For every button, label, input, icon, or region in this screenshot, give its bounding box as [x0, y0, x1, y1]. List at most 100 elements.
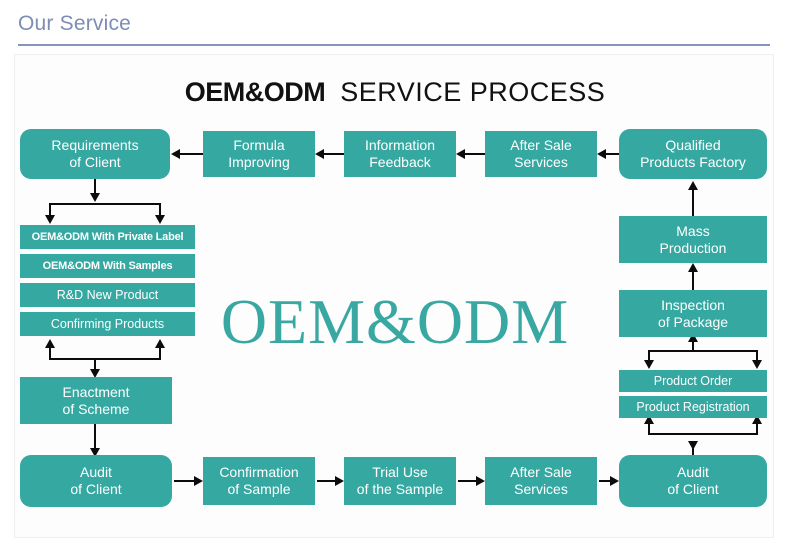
node-line-2: Products Factory [640, 154, 746, 170]
connector-line [648, 423, 650, 435]
arrow-right-icon [610, 476, 619, 486]
node-oem-odm-with-samples[interactable]: OEM&ODM With Samples [20, 254, 195, 278]
node-line-1: Confirmation [219, 464, 299, 481]
node-product-order[interactable]: Product Order [619, 370, 767, 392]
connector-line [49, 203, 51, 217]
node-product-registration[interactable]: Product Registration [619, 396, 767, 418]
node-mass-production[interactable]: Mass Production [619, 216, 767, 263]
node-rd-new-product[interactable]: R&D New Product [20, 283, 195, 307]
arrow-down-icon [752, 360, 762, 369]
connector-line [756, 423, 758, 435]
arrow-up-icon [688, 181, 698, 190]
node-line-1: After Sale [510, 464, 572, 481]
node-oem-odm-private-label[interactable]: OEM&ODM With Private Label [20, 225, 195, 249]
node-confirming-products[interactable]: Confirming Products [20, 312, 195, 336]
node-inspection-of-package[interactable]: Inspection of Package [619, 290, 767, 337]
node-line-1: Information [364, 137, 436, 154]
node-label: Product Registration [636, 399, 750, 414]
node-line-1: Requirements [51, 137, 139, 154]
node-line-2: of Sample [227, 481, 291, 497]
arrow-down-icon [90, 369, 100, 378]
node-label: OEM&ODM With Private Label [31, 230, 184, 243]
node-line-2: Production [659, 239, 727, 256]
node-requirements-of-client[interactable]: Requirements of Client [20, 129, 170, 179]
title-divider [18, 44, 770, 46]
connector-line [648, 351, 650, 362]
arrow-right-icon [194, 476, 203, 486]
connector-line [49, 358, 161, 360]
arrow-down-icon [90, 193, 100, 202]
diagram-title-bold: OEM&ODM [184, 77, 326, 107]
node-line-1: Audit [677, 464, 709, 481]
node-line-2: Feedback [369, 154, 431, 170]
node-line-2: of Client [667, 481, 719, 497]
connector-line [648, 350, 758, 352]
arrow-left-icon [597, 149, 606, 159]
arrow-down-icon [644, 360, 654, 369]
node-after-sale-services-top[interactable]: After Sale Services [485, 131, 597, 177]
connector-line [49, 203, 161, 205]
arrow-up-icon [752, 415, 762, 424]
connector-line [94, 358, 96, 371]
node-after-sale-services-bottom[interactable]: After Sale Services [485, 457, 597, 505]
arrow-down-icon [45, 215, 55, 224]
node-line-1: Qualified [665, 137, 721, 154]
node-line-1: Audit [80, 464, 112, 481]
node-qualified-products-factory[interactable]: Qualified Products Factory [619, 129, 767, 179]
connector-line [463, 153, 485, 155]
node-line-2: of Client [69, 154, 121, 170]
node-audit-of-client-right[interactable]: Audit of Client [619, 455, 767, 507]
arrow-left-icon [171, 149, 180, 159]
connector-line [159, 348, 161, 360]
node-line-1: Mass [676, 222, 710, 239]
node-line-1: Enactment [62, 383, 130, 400]
node-formula-improving[interactable]: Formula Improving [203, 131, 315, 177]
node-line-1: Inspection [661, 296, 725, 313]
arrow-up-icon [688, 263, 698, 272]
connector-line [692, 340, 694, 351]
connector-line [174, 480, 194, 482]
node-information-feedback[interactable]: Information Feedback [344, 131, 456, 177]
connector-line [648, 433, 758, 435]
arrow-up-icon [688, 333, 698, 342]
arrow-down-icon [155, 215, 165, 224]
node-line-2: of Scheme [62, 400, 130, 417]
arrow-left-icon [315, 149, 324, 159]
connector-line [94, 424, 96, 450]
connector-line [458, 480, 476, 482]
node-line-2: of the Sample [356, 481, 444, 497]
node-label: OEM&ODM With Samples [42, 259, 173, 272]
node-audit-of-client-left[interactable]: Audit of Client [20, 455, 172, 507]
connector-line [604, 153, 619, 155]
connector-line [159, 203, 161, 217]
connector-line [692, 189, 694, 216]
node-confirmation-of-sample[interactable]: Confirmation of Sample [203, 457, 315, 505]
node-label: Confirming Products [50, 316, 165, 331]
node-trial-use-of-the-sample[interactable]: Trial Use of the Sample [344, 457, 456, 505]
node-enactment-of-scheme[interactable]: Enactment of Scheme [20, 377, 172, 424]
arrow-right-icon [476, 476, 485, 486]
page-title: Our Service [18, 12, 132, 35]
node-label: R&D New Product [56, 287, 159, 302]
arrow-down-icon [688, 441, 698, 450]
connector-line [94, 179, 96, 195]
diagram-title-regular: SERVICE PROCESS [340, 77, 606, 107]
node-label: Product Order [653, 373, 733, 388]
connector-line [599, 480, 611, 482]
process-diagram: OEM&ODM SERVICE PROCESS OEM&ODM Requirem… [14, 54, 774, 538]
connector-line [322, 153, 344, 155]
connector-line [49, 348, 51, 360]
arrow-up-icon [644, 415, 654, 424]
connector-line [756, 351, 758, 362]
node-line-2: of Client [70, 481, 122, 497]
node-line-2: Services [514, 481, 568, 497]
page-header: Our Service [0, 0, 789, 52]
connector-line [692, 270, 694, 290]
arrow-down-icon [90, 448, 100, 457]
arrow-up-icon [155, 339, 165, 348]
node-line-1: Formula [233, 137, 285, 154]
node-line-2: Improving [228, 154, 290, 170]
connector-line [178, 153, 203, 155]
node-line-2: Services [514, 154, 568, 170]
